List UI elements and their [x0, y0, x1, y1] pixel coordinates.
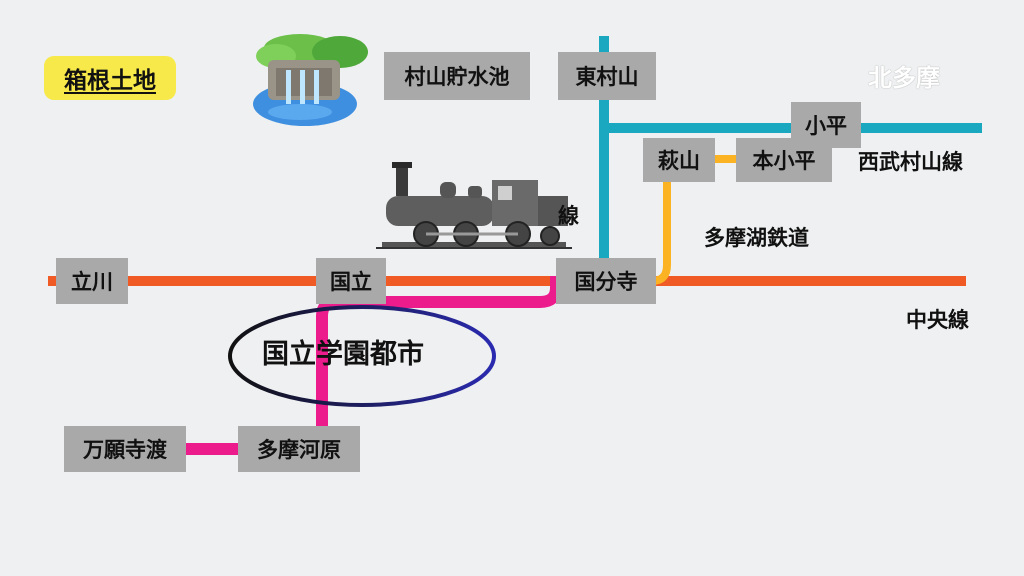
line-label-seibu-murayama: 西武村山線	[858, 150, 963, 174]
line-label-tamako: 多摩湖鉄道	[704, 226, 809, 250]
station-higashimurayama: 東村山	[558, 52, 656, 100]
steam-locomotive-icon	[376, 162, 572, 249]
hakone-tochi-badge: 箱根土地	[44, 56, 176, 100]
station-kokubunji: 国分寺	[556, 258, 656, 304]
station-kunitachi: 国立	[316, 258, 386, 304]
station-tachikawa: 立川	[56, 258, 128, 304]
station-hagiyama: 萩山	[643, 138, 715, 182]
station-murayama-reservoir: 村山貯水池	[384, 52, 530, 100]
station-tamagawara: 多摩河原	[238, 426, 360, 472]
station-manganjiwatari: 万願寺渡	[64, 426, 186, 472]
gakuen-toshi-ellipse	[228, 305, 496, 407]
station-honkodaira: 本小平	[736, 138, 832, 182]
hidden-line-label: 線	[558, 204, 579, 228]
region-label: 北多摩	[868, 64, 940, 92]
line-label-chuo: 中央線	[906, 308, 969, 332]
reservoir-dam-icon	[253, 34, 368, 126]
gakuen-toshi-label: 国立学園都市	[262, 339, 424, 370]
